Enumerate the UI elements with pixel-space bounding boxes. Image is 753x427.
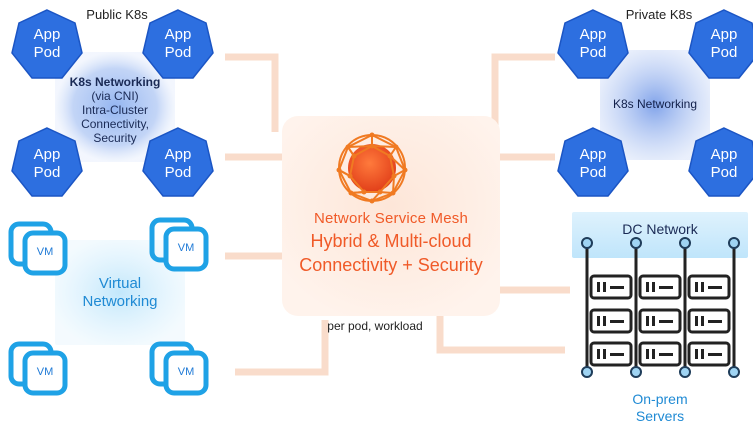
public-k8s-networking-label: K8s Networking (via CNI) Intra-Cluster C… bbox=[60, 75, 170, 145]
nsm-title: Network Service Mesh bbox=[313, 210, 469, 227]
pod-shape-private-2 bbox=[688, 9, 753, 79]
vm-icons bbox=[8, 217, 209, 396]
public-k8s-halo bbox=[55, 52, 175, 162]
nsm-box bbox=[282, 116, 500, 316]
private-k8s-networking-label: K8s Networking bbox=[612, 97, 698, 111]
pod-label-public-3[interactable]: App Pod bbox=[33, 146, 61, 181]
public-k8s-title: Public K8s bbox=[86, 7, 148, 22]
pod-shape-private-4 bbox=[688, 127, 753, 197]
pod-label-private-4[interactable]: App Pod bbox=[710, 146, 738, 181]
nsm-line-1: Hybrid & Multi-cloud bbox=[310, 231, 472, 251]
pod-shape-public-3 bbox=[11, 127, 83, 197]
private-k8s-title: Private K8s bbox=[625, 7, 693, 22]
vm-icon-1 bbox=[8, 221, 68, 276]
nsm-footnote: per pod, workload bbox=[327, 319, 423, 333]
pod-shape-public-2 bbox=[142, 9, 214, 79]
public-networking-line-1: K8s Networking bbox=[69, 75, 161, 89]
vm-label-3[interactable]: VM bbox=[36, 366, 54, 378]
virtual-networking-label: Virtual Networking bbox=[70, 275, 170, 311]
vm-label-1[interactable]: VM bbox=[36, 246, 54, 258]
virtual-networking-halo bbox=[55, 240, 185, 345]
onprem-line-2: Servers bbox=[635, 408, 685, 424]
pod-shape-public-4 bbox=[142, 127, 214, 197]
pod-shape-private-1 bbox=[557, 9, 629, 79]
private-k8s-halo bbox=[600, 50, 710, 160]
pod-shapes bbox=[11, 9, 753, 197]
server-rack-icon bbox=[581, 237, 740, 378]
pod-label-private-2[interactable]: App Pod bbox=[710, 26, 738, 61]
vm-label-2[interactable]: VM bbox=[177, 242, 195, 254]
public-networking-line-4: Connectivity, bbox=[81, 117, 149, 131]
vm-label-4[interactable]: VM bbox=[177, 366, 195, 378]
nsm-logo-icon bbox=[336, 132, 408, 204]
vm-icon-2 bbox=[149, 217, 209, 272]
public-networking-line-5: Security bbox=[93, 131, 137, 145]
vm-icon-4 bbox=[149, 341, 209, 396]
pod-shape-private-3 bbox=[557, 127, 629, 197]
vm-icon-3 bbox=[8, 341, 68, 396]
public-networking-line-3: Intra-Cluster bbox=[81, 103, 149, 117]
onprem-line-1: On-prem bbox=[632, 391, 688, 407]
dc-network-label: DC Network bbox=[622, 221, 698, 237]
connector-lines bbox=[225, 53, 570, 376]
pod-label-private-1[interactable]: App Pod bbox=[579, 26, 607, 61]
pod-label-private-3[interactable]: App Pod bbox=[579, 146, 607, 181]
pod-label-public-1[interactable]: App Pod bbox=[33, 26, 61, 61]
pod-shape-public-1 bbox=[11, 9, 83, 79]
dc-network-bar bbox=[572, 212, 748, 258]
virtual-networking-line-1: Virtual bbox=[98, 275, 142, 292]
public-networking-line-2: (via CNI) bbox=[91, 89, 139, 103]
pod-label-public-2[interactable]: App Pod bbox=[164, 26, 192, 61]
virtual-networking-line-2: Networking bbox=[82, 293, 158, 310]
onprem-servers-label: On-prem Servers bbox=[610, 391, 710, 425]
pod-label-public-4[interactable]: App Pod bbox=[164, 146, 192, 181]
nsm-line-2: Connectivity + Security bbox=[299, 255, 483, 275]
